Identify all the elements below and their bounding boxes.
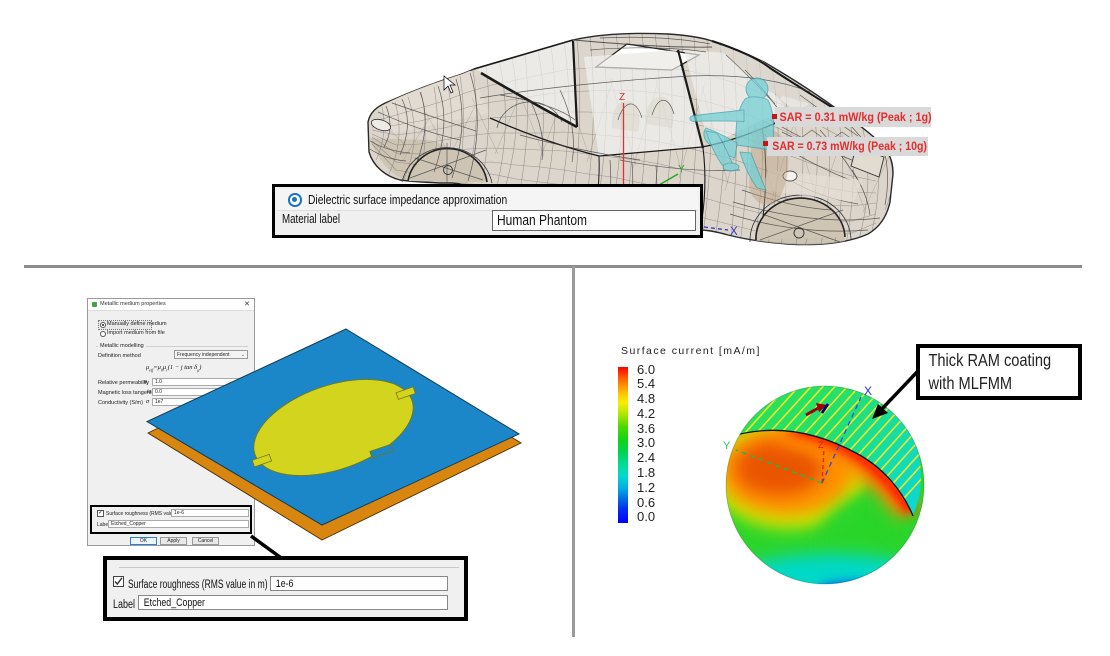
svg-text:Z: Z bbox=[818, 440, 824, 450]
svg-text:Y: Y bbox=[678, 164, 685, 175]
svg-text:X: X bbox=[864, 384, 872, 398]
svg-text:Z: Z bbox=[619, 92, 625, 103]
svg-text:Y: Y bbox=[723, 440, 731, 452]
svg-text:X: X bbox=[730, 226, 738, 238]
